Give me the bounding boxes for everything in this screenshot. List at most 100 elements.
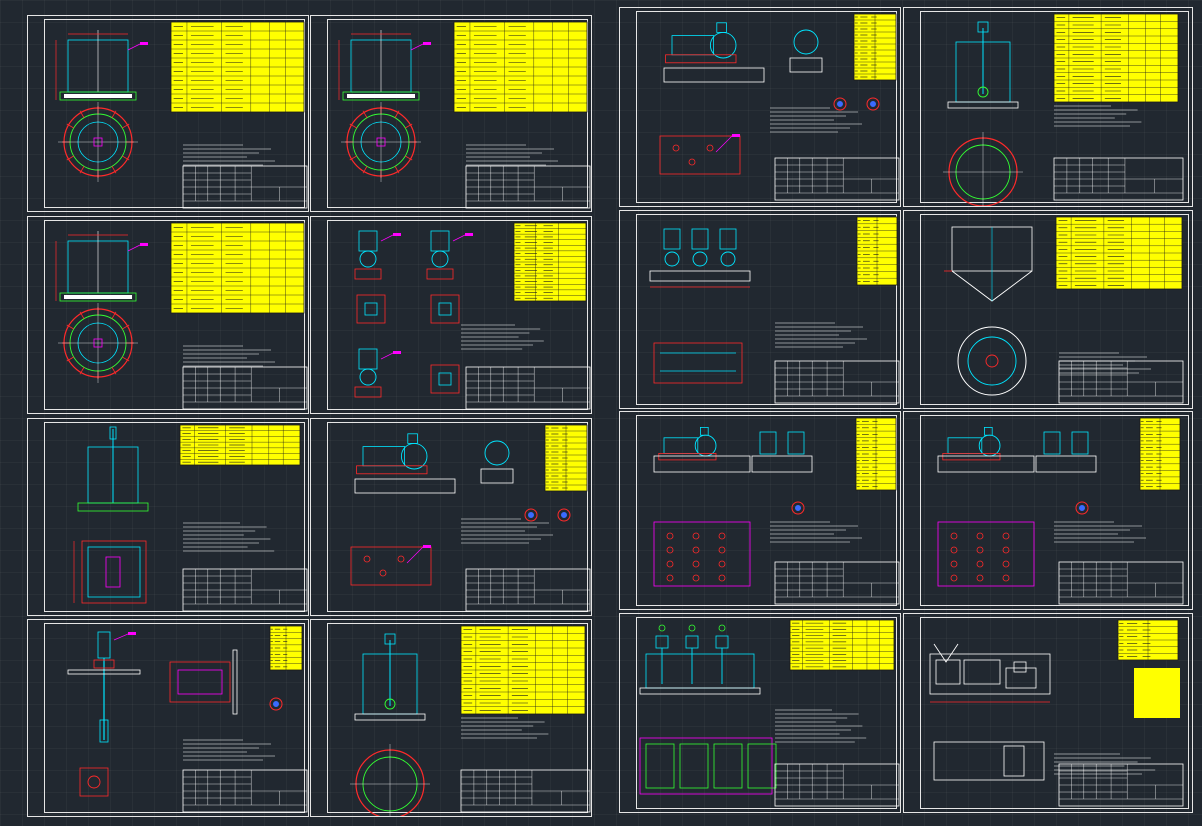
drawing-sheet[interactable] (619, 7, 901, 207)
drawing-sheet[interactable] (27, 15, 309, 212)
drawing-sheet[interactable] (619, 210, 901, 409)
mixer-cap (718, 624, 726, 632)
pump-mount-plate (93, 659, 115, 669)
anchor-bolt (950, 532, 958, 540)
pump-head (692, 251, 708, 267)
pump-head (431, 250, 449, 268)
drawing-content (639, 619, 900, 807)
drawing-sheet[interactable] (27, 216, 309, 414)
anchor-bolt (672, 144, 680, 152)
drawing-sheet[interactable] (903, 7, 1193, 207)
dosing-motor (1013, 661, 1027, 673)
leader-tag (423, 545, 431, 548)
drawing-content (55, 21, 308, 209)
plan-nozzle (376, 137, 386, 147)
pump-head (359, 368, 377, 386)
pump-motor (947, 437, 983, 454)
nozzle-flange (557, 508, 571, 522)
agitator-motor (384, 633, 396, 645)
pump-outlet (984, 426, 993, 436)
plan-bolt-mark (362, 166, 368, 174)
pump-plan (430, 364, 460, 394)
drawing-frame (920, 214, 1189, 405)
leader-line (127, 244, 141, 252)
drawing-sheet[interactable] (619, 411, 901, 610)
pump-motor (671, 35, 714, 56)
nozzle-bore (870, 101, 876, 107)
drawing-content (55, 222, 308, 410)
pump-foundation (937, 455, 1035, 473)
leader-tag (732, 134, 740, 137)
drawing-sheet[interactable] (27, 619, 309, 817)
drawing-frame (920, 415, 1189, 606)
pump-end-base (751, 455, 813, 473)
leader-tag (423, 42, 431, 45)
tank-plan-inner (967, 336, 1017, 386)
base-hatch (64, 94, 132, 98)
pump-motor (691, 228, 709, 250)
foundation-plan (653, 521, 751, 587)
plan-bolt-mark (122, 123, 130, 129)
skid-plan (653, 342, 743, 384)
drawing-sheet[interactable] (310, 418, 592, 616)
pit-wall (232, 649, 238, 715)
pump-volute (694, 434, 717, 457)
plan-bolt-mark (66, 324, 74, 330)
drawing-sheet[interactable] (310, 15, 592, 212)
anchor-bolt (379, 569, 387, 577)
pump-plan-core (438, 302, 452, 316)
anchor-bolt (950, 546, 958, 554)
leader-tag (465, 233, 473, 236)
drawing-content (659, 13, 900, 201)
spec-table-small (1134, 668, 1180, 718)
pump-end-view (1071, 431, 1089, 455)
drawing-frame (636, 11, 897, 203)
drawing-sheet[interactable] (903, 613, 1193, 813)
drawing-content (338, 21, 591, 209)
anchor-bolt (976, 532, 984, 540)
drawing-sheet[interactable] (903, 210, 1193, 409)
pump-skid (649, 270, 751, 282)
nozzle-flange (791, 501, 805, 515)
pump-plan (356, 294, 386, 324)
plan-bolt-mark (394, 166, 400, 174)
leader-tag (128, 632, 136, 635)
pump-casing (99, 719, 109, 743)
nozzle-bore (528, 512, 534, 518)
anchor-bolt (1002, 574, 1010, 582)
pump-base (356, 465, 428, 475)
anchor-bolt (950, 560, 958, 568)
drawing-content (350, 625, 591, 816)
pump-plan (79, 767, 109, 797)
anchor-bolt (397, 555, 405, 563)
leader-line (406, 546, 424, 564)
impeller (384, 698, 396, 710)
leader-line (380, 352, 394, 360)
drawing-sheet[interactable] (27, 418, 309, 616)
agitator-motor (977, 21, 989, 33)
floor-line (67, 669, 141, 675)
drawing-sheet[interactable] (310, 216, 592, 414)
dosing-plan (933, 741, 1045, 781)
base-hatch (347, 94, 415, 98)
mixer-cap (688, 624, 696, 632)
plan-bolt-mark (405, 155, 413, 161)
tank-base-plate (354, 713, 426, 721)
plan-bolt-mark (122, 155, 130, 161)
anchor-bolt (666, 532, 674, 540)
pump-volute (709, 31, 737, 59)
pump-foundation (354, 478, 456, 494)
tank-plan-outer (639, 737, 773, 795)
drawing-sheet[interactable] (310, 619, 592, 817)
pump-outlet (700, 426, 709, 436)
tank-base-plate (59, 91, 137, 101)
pump-motor (97, 631, 111, 659)
pump-base (658, 453, 717, 461)
mixer-motor (655, 635, 669, 649)
drawing-sheet[interactable] (619, 613, 901, 813)
anchor-bolt (363, 555, 371, 563)
base-hatch (64, 295, 132, 299)
drawing-content (653, 417, 900, 605)
drawing-sheet[interactable] (903, 411, 1193, 610)
